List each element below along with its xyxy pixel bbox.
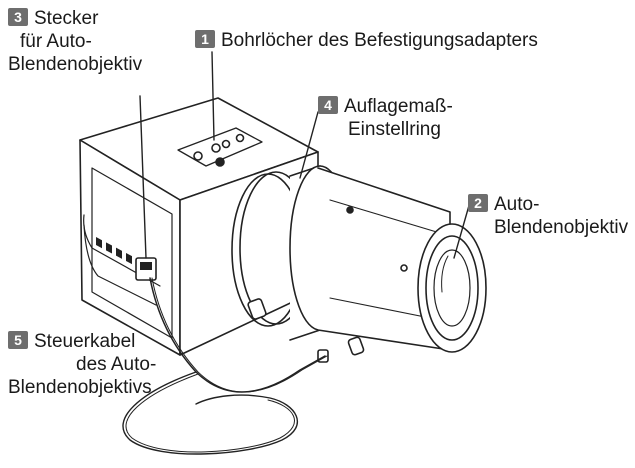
callout-label: Steuerkabel [34, 331, 136, 352]
callout-number-badge: 3 [8, 8, 28, 26]
leader-line-2 [453, 201, 471, 259]
callout-label: Blendenobjektiv [8, 54, 143, 75]
leader-line-4 [299, 111, 319, 179]
mount-hole [211, 143, 221, 153]
callout-label: Bohrlöcher des Befestigungsadapters [221, 30, 538, 51]
callout-control-cable: 5 Steuerkabel des Auto- Blendenobjektivs [8, 330, 156, 399]
callout-number-badge: 1 [195, 30, 215, 48]
callout-label: für Auto- [20, 31, 92, 52]
callout-number-badge: 4 [318, 96, 338, 114]
lens-knob [347, 336, 365, 356]
callout-label: Einstellring [348, 119, 441, 140]
leader-line-1 [211, 51, 215, 141]
lens-knob [247, 298, 267, 320]
lens-glass [433, 249, 471, 327]
callout-mount-holes: 1 Bohrlöcher des Befestigungsadapters [195, 29, 538, 52]
callout-label: Auflagemaß- [344, 96, 453, 117]
leader-line-3 [139, 95, 147, 259]
mount-hole [221, 139, 231, 149]
callout-label: Blendenobjektivs [8, 377, 152, 398]
callout-auto-iris-connector: 3 Stecker für Auto- Blendenobjektiv [8, 7, 142, 76]
lens-front-ring [417, 223, 487, 353]
callout-back-focus-ring: 4 Auflagemaß- Einstellring [318, 95, 453, 141]
callout-label: Blendenobjektiv [494, 217, 629, 238]
mount-hole [235, 133, 245, 143]
callout-label: Auto- [494, 194, 540, 215]
callout-number-badge: 5 [8, 331, 28, 349]
mount-hole [193, 151, 203, 161]
callout-label: des Auto- [76, 354, 157, 375]
callout-label: Stecker [34, 8, 99, 29]
callout-auto-iris-lens: 2 Auto- Blendenobjektiv [468, 193, 628, 239]
callout-number-badge: 2 [468, 194, 488, 212]
cable-coil [122, 371, 299, 455]
mount-adapter-plate [177, 127, 263, 167]
mount-hole [215, 157, 225, 167]
